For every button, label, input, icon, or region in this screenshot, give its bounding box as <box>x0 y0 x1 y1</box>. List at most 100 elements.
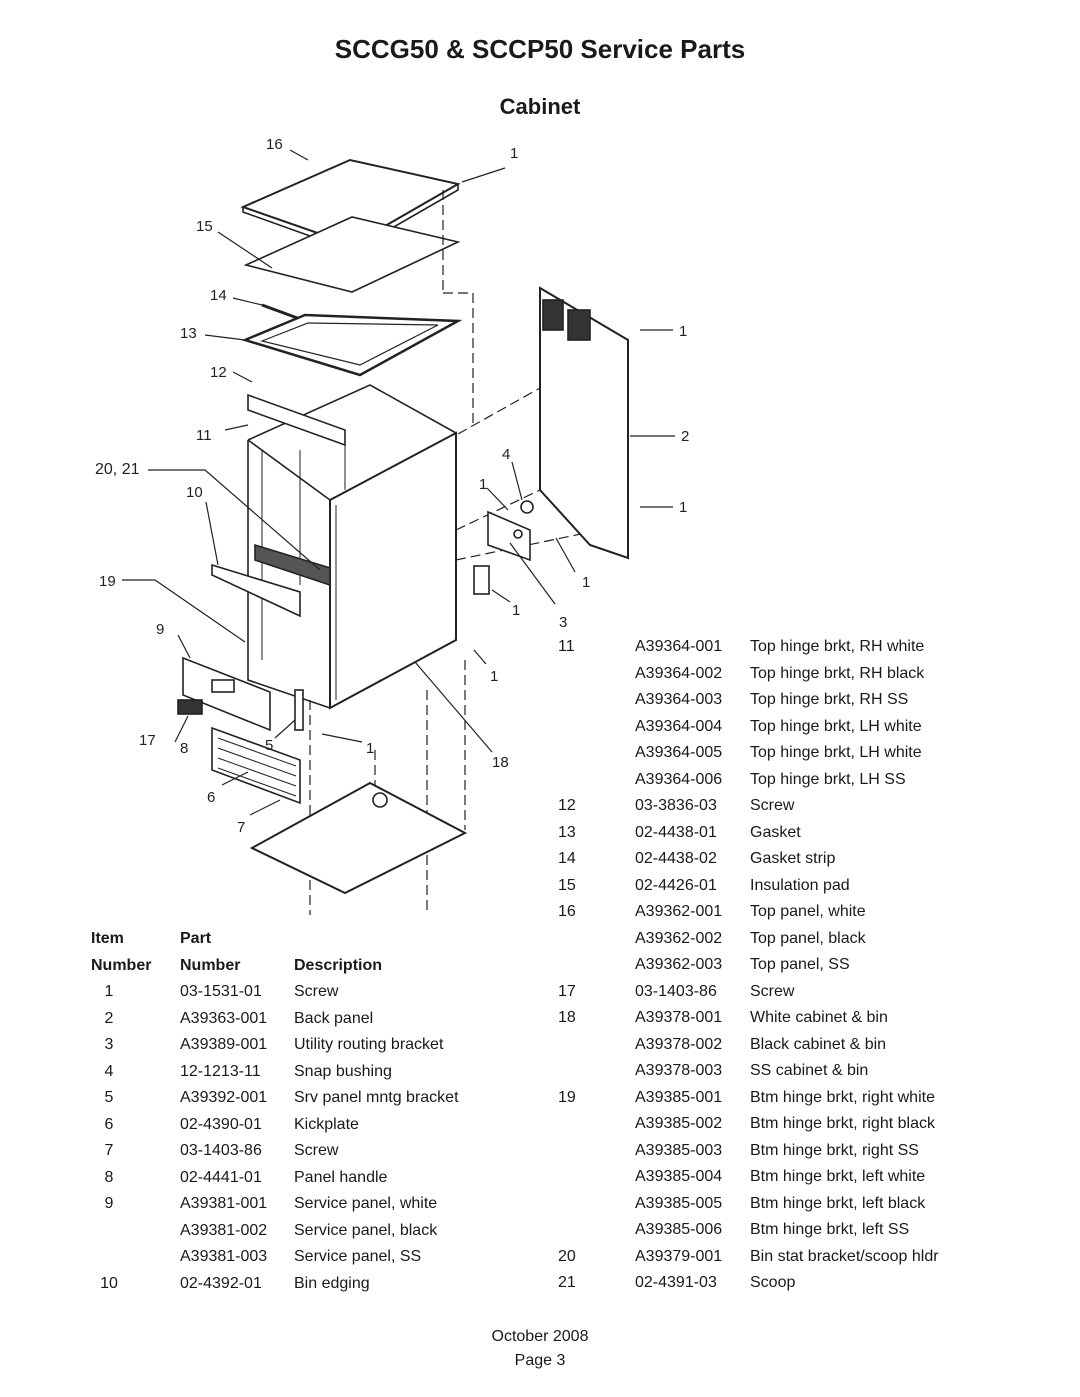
part-number: A39385-003 <box>635 1141 723 1159</box>
gasket <box>241 313 463 377</box>
bin-edging <box>211 563 301 618</box>
item-number: 6 <box>104 1115 114 1133</box>
callout-1-back-bottom: 1 <box>679 499 687 516</box>
part-description: Screw <box>750 797 795 814</box>
item-number: 17 <box>558 982 576 1000</box>
footer-page: Page 3 <box>514 1352 566 1369</box>
part-number: A39364-004 <box>635 717 723 735</box>
callout-15: 15 <box>196 218 213 235</box>
part-description: Scoop <box>750 1274 796 1291</box>
service-panel <box>182 656 271 732</box>
part-number: 02-4392-01 <box>180 1274 262 1292</box>
bottom-hinge-bracket <box>473 565 490 595</box>
part-description: Btm hinge brkt, right SS <box>750 1141 919 1159</box>
part-number: A39389-001 <box>180 1036 268 1053</box>
item-number: 21 <box>558 1274 576 1291</box>
part-description: Top hinge brkt, RH white <box>750 638 925 655</box>
part-description: Kickplate <box>294 1115 359 1133</box>
table-row: A39364-004 Top hinge brkt, LH white <box>0 718 1080 742</box>
part-description: Screw <box>294 983 339 1000</box>
callout-8: 8 <box>180 740 188 757</box>
item-number: 14 <box>558 850 576 867</box>
callout-10: 10 <box>186 484 203 501</box>
utility-routing-bracket <box>487 510 531 562</box>
part-number: A39364-001 <box>635 638 723 655</box>
part-number: 12-1213-11 <box>180 1062 261 1080</box>
part-number: A39363-001 <box>180 1009 268 1027</box>
part-description: Top panel, black <box>750 929 866 947</box>
part-number: A39378-002 <box>635 1035 723 1053</box>
item-number-header: Number <box>91 957 152 974</box>
base-plate <box>249 781 468 895</box>
panel-handle <box>177 699 203 715</box>
table-row: A39385-003 Btm hinge brkt, right SS <box>0 1142 1080 1166</box>
callout-7: 7 <box>237 819 245 836</box>
part-number: A39378-001 <box>635 1009 723 1026</box>
part-number: A39364-006 <box>635 770 723 788</box>
part-description: Top hinge brkt, LH SS <box>750 770 906 788</box>
snap-bushing <box>520 500 534 514</box>
item-number: 5 <box>104 1089 114 1106</box>
callout-16: 16 <box>266 136 283 153</box>
table-row: 19 A39385-001 Btm hinge brkt, right white <box>0 1089 1080 1113</box>
part-description: Btm hinge brkt, right white <box>750 1088 935 1106</box>
callout-1-bracket-lower: 1 <box>512 602 520 619</box>
callout-2: 2 <box>681 428 689 445</box>
callout-18: 18 <box>492 754 509 771</box>
part-number: A39385-006 <box>635 1221 723 1238</box>
callout-12: 12 <box>210 364 227 381</box>
callout-4: 4 <box>502 446 510 463</box>
callout-11: 11 <box>196 427 212 444</box>
part-number: A39379-001 <box>635 1247 723 1265</box>
callout-1-bushing: 1 <box>479 476 487 493</box>
part-number: A39385-005 <box>635 1194 723 1212</box>
item-number: 3 <box>104 1036 114 1053</box>
cabinet-body <box>329 431 457 710</box>
part-description: Bin edging <box>294 1274 370 1292</box>
callout-19: 19 <box>99 573 116 590</box>
part-number: A39392-001 <box>180 1089 268 1106</box>
part-number: A39362-002 <box>635 929 723 947</box>
part-number: A39362-001 <box>635 903 723 920</box>
part-number: 02-4438-01 <box>635 823 717 841</box>
item-number: 13 <box>558 823 576 841</box>
part-number: A39381-003 <box>180 1248 268 1265</box>
item-number: 10 <box>100 1274 118 1292</box>
part-description: Top hinge brkt, LH white <box>750 717 922 735</box>
part-number: 03-1403-86 <box>635 982 717 1000</box>
part-number: 02-4390-01 <box>180 1115 262 1133</box>
part-number: A39385-001 <box>635 1088 723 1106</box>
table-row: 17 03-1403-86 Screw <box>0 983 1080 1007</box>
part-description: Panel handle <box>294 1168 388 1186</box>
part-number: A39364-002 <box>635 664 723 682</box>
part-number: 02-4426-01 <box>635 876 717 894</box>
part-description: Top hinge brkt, RH black <box>750 664 925 682</box>
item-number: 7 <box>104 1142 114 1159</box>
page-title: SCCG50 & SCCP50 Service Parts <box>334 34 746 64</box>
item-number: 9 <box>104 1195 114 1212</box>
item-number: 19 <box>558 1088 576 1106</box>
item-number: 4 <box>104 1062 114 1080</box>
part-description: Screw <box>294 1142 339 1159</box>
part-description: Btm hinge brkt, left SS <box>750 1221 910 1238</box>
part-number: A39381-002 <box>180 1221 268 1239</box>
description-header: Description <box>294 957 383 974</box>
callout-3: 3 <box>559 614 567 631</box>
part-number-header: Number <box>180 957 241 974</box>
item-number: 1 <box>104 983 114 1000</box>
table-row: A39364-002 Top hinge brkt, RH black <box>0 665 1080 689</box>
